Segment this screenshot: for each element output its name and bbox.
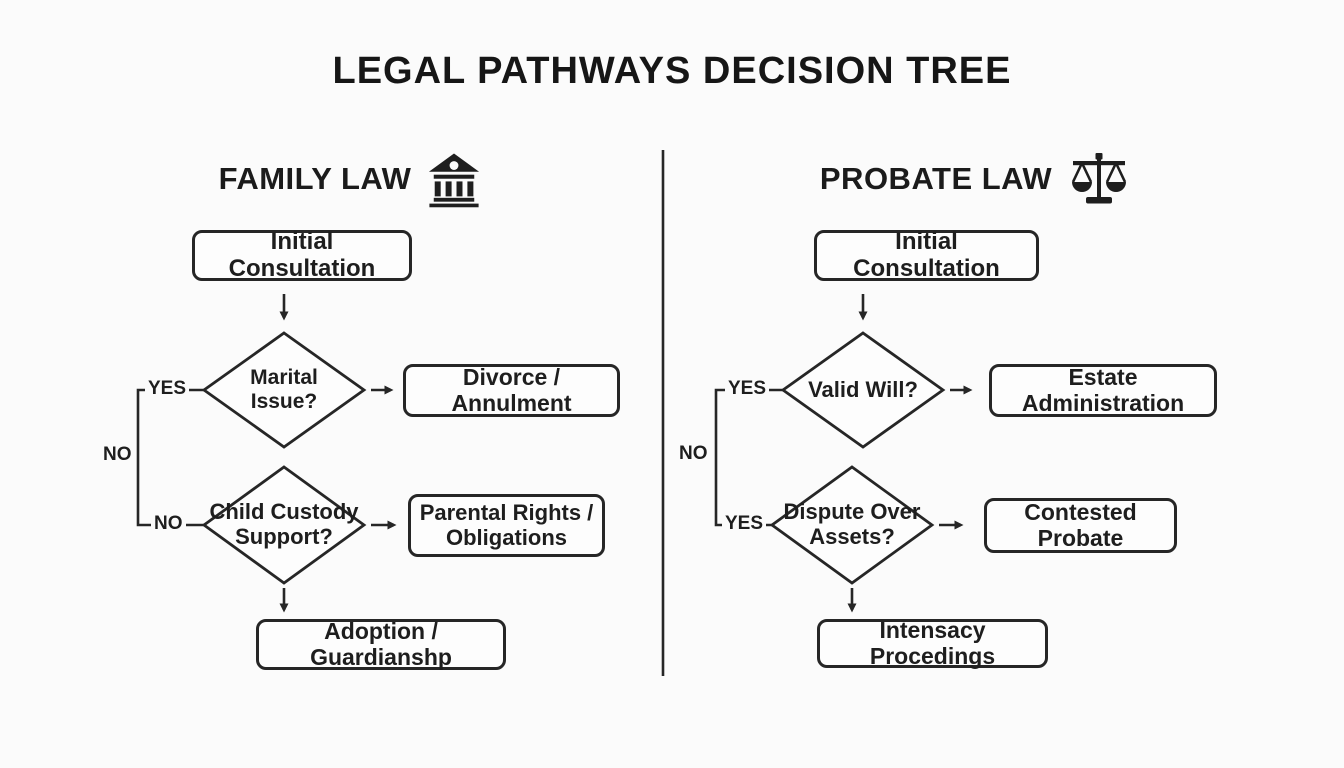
probate-law-title: PROBATE LAW [819,161,1053,196]
family-decision-1-diamond [201,331,367,449]
probate-decision-2-diamond [769,465,935,585]
family-no-bracket [136,388,204,527]
family-final-adoption-node: Adoption / Guardianshp [256,618,506,670]
probate-decision-1-diamond [780,331,946,449]
page-title: LEGAL PATHWAYS DECISION TREE [332,50,1012,92]
courthouse-icon [429,152,480,207]
probate-initial-consultation-node: Initial Consultation [814,228,1039,281]
probate-no-branch-label: NO [676,443,710,465]
family-no-label: NO [151,513,186,535]
scales-icon [1071,153,1127,204]
probate-yes-bottom-label: YES [722,513,767,535]
family-law-title: FAMILY LAW [218,161,412,196]
family-decision-2-label: Child Custody Support? [209,499,359,549]
family-decision-1-label: Marital Issue? [250,366,318,413]
probate-outcome-contested-node: Contested Probate [984,498,1177,553]
family-initial-consultation-node: Initial Consultation [192,228,412,281]
family-outcome-parental-node: Parental Rights / Obligations [408,494,605,557]
family-outcome-divorce-node: Divorce / Annulment [403,364,620,417]
probate-law-header: PROBATE LAW [800,150,1150,208]
probate-decision-1-label: Valid Will? [808,377,918,402]
family-yes-label: YES [145,378,190,400]
family-decision-2-diamond [201,465,367,585]
probate-yes-top-label: YES [725,378,770,400]
probate-outcome-estate-node: Estate Administration [989,364,1217,417]
family-law-header: FAMILY LAW [205,150,495,208]
probate-final-intestacy-node: Intensacy Procedings [817,617,1048,668]
probate-decision-2-label: Dispute Over Assets? [783,499,921,549]
family-no-branch-label: NO [100,444,134,466]
